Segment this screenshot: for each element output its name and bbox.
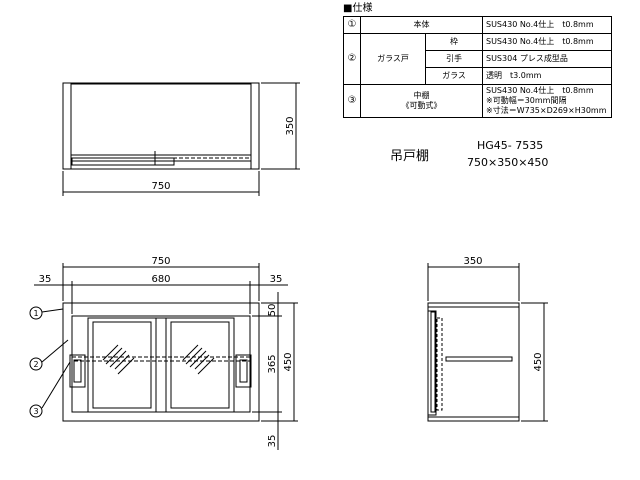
front-door-overlap [155, 317, 167, 413]
glass-hatch-right [182, 344, 215, 375]
front-glass-left [92, 321, 152, 409]
dim-front-width: 750 [151, 256, 170, 267]
side-door-track [436, 317, 443, 411]
dim-top-depth: 350 [285, 116, 296, 135]
spec-row-glass-frame: ② ガラス戸 枠 SUS430 No.4仕上 t0.8mm [343, 33, 612, 85]
dim-side-depth: 350 [463, 256, 482, 267]
spec-label: ガラス戸 [360, 33, 426, 85]
front-outline [62, 302, 260, 422]
callout-2: 2 [33, 360, 38, 369]
callout-leader [41, 361, 71, 409]
spec-label-line: 《可動式》 [401, 101, 442, 110]
spec-row-glass-handle: 引手 SUS304 プレス成型品 [344, 50, 612, 68]
top-view: 750 350 [62, 82, 300, 196]
spec-label-line: 中棚 [413, 91, 430, 100]
spec-value-line: ※可動幅＝30mm間隔 [486, 96, 567, 105]
dim-front-inner: 680 [151, 274, 170, 285]
glass-hatch-left [102, 344, 135, 375]
spec-value-line: SUS430 No.4仕上 t0.8mm [486, 86, 594, 95]
front-handle-right-inner [239, 359, 248, 383]
callout-1: 1 [33, 309, 38, 318]
side-middle-shelf [445, 356, 513, 362]
spec-row-glass-pane: ガラス 透明 t3.0mm [344, 67, 612, 85]
spec-value-line: ※寸法＝W735×D269×H30mm [486, 106, 607, 115]
callout-circle [29, 306, 43, 320]
dim-front-height: 450 [283, 352, 294, 371]
model-size: 750×350×450 [467, 156, 549, 169]
callout-circle [29, 404, 43, 418]
spec-label: 中棚 《可動式》 [360, 84, 483, 118]
top-outline [62, 82, 260, 170]
spec-value: SUS430 No.4仕上 t0.8mm ※可動幅＝30mm間隔 ※寸法＝W73… [482, 84, 612, 118]
dim-top-width: 750 [151, 181, 170, 192]
front-handle-left [69, 354, 86, 388]
callout-3: 3 [33, 407, 38, 416]
dim-front-side-left: 35 [39, 274, 52, 285]
spec-title: ■仕様 [343, 3, 373, 14]
model-number: HG45- 7535 [477, 139, 544, 152]
front-handle-right [235, 354, 252, 388]
spec-row-shelf: ③ 中棚 《可動式》 SUS430 No.4仕上 t0.8mm ※可動幅＝30m… [343, 84, 612, 118]
front-door-left [87, 317, 157, 413]
dim-side-height: 450 [533, 352, 544, 371]
side-view: 350 450 [427, 256, 548, 422]
callout-leader [41, 308, 64, 313]
dim-front-top: 50 [267, 304, 278, 317]
spec-table: ① 本体 SUS430 No.4仕上 t0.8mm ② ガラス戸 枠 SUS43… [343, 16, 612, 118]
front-glass-right [170, 321, 230, 409]
front-view: 750 680 35 35 50 365 35 450 1 2 3 [29, 256, 298, 450]
dim-front-bottom: 35 [267, 435, 278, 448]
side-door-inner [430, 311, 436, 413]
model-name: 吊戸棚 [390, 149, 430, 164]
side-door-outer [427, 310, 437, 416]
callout-circle [29, 357, 43, 371]
dim-front-side-right: 35 [270, 274, 283, 285]
front-door-right [165, 317, 235, 413]
front-middle-shelf [71, 356, 251, 362]
callout-leader [41, 339, 69, 363]
top-door-left [71, 157, 175, 166]
dim-front-mid: 365 [267, 354, 278, 373]
front-opening [71, 315, 251, 413]
front-handle-left-inner [73, 359, 82, 383]
